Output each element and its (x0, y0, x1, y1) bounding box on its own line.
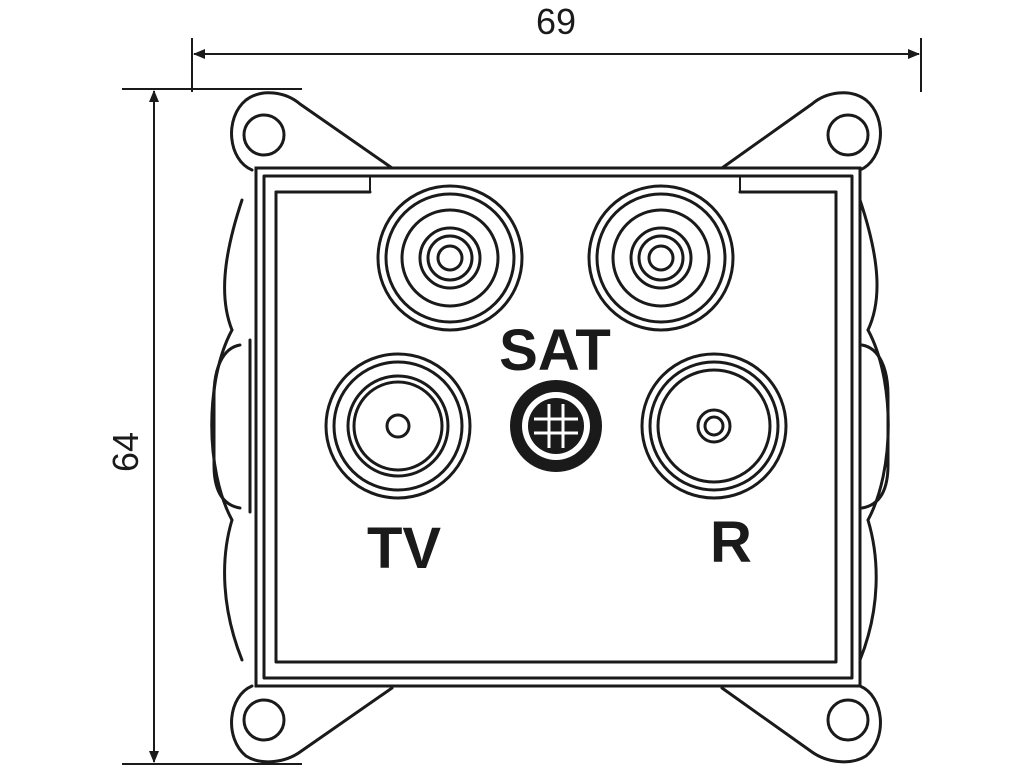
tv-label: TV (367, 516, 441, 581)
sat-connector-right (587, 184, 735, 332)
radio-connector (640, 352, 788, 500)
center-screw (510, 380, 602, 472)
height-dimension-label: 64 (105, 432, 146, 472)
width-dimension: 69 (191, 1, 922, 92)
width-dimension-label: 69 (536, 1, 576, 42)
mounting-frame (210, 91, 890, 764)
radio-label: R (710, 510, 752, 575)
sat-label: SAT (499, 318, 611, 383)
tv-connector (324, 352, 472, 500)
height-dimension: 64 (105, 88, 302, 765)
sat-connector-left (376, 184, 524, 332)
